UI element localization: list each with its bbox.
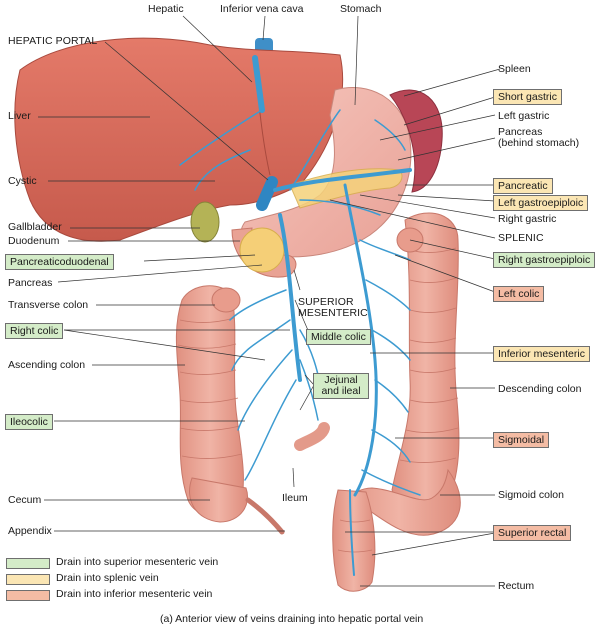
large-intestine: [175, 212, 461, 592]
label-left-gastric: Left gastric: [498, 110, 550, 122]
box-inferior-mesenteric: Inferior mesenteric: [493, 346, 590, 362]
figure-caption: (a) Anterior view of veins draining into…: [160, 613, 424, 625]
box-middle-colic: Middle colic: [306, 329, 371, 345]
gallbladder-shape: [190, 201, 220, 243]
box-superior-rectal: Superior rectal: [493, 525, 572, 541]
colon-haustra: [177, 247, 459, 553]
label-spleen: Spleen: [498, 63, 531, 75]
spleen-shape: [389, 89, 443, 193]
box-short-gastric: Short gastric: [493, 89, 562, 105]
legend-swatch-superior: [6, 558, 50, 569]
label-cystic: Cystic: [8, 175, 37, 187]
label-pancreas: Pancreas: [8, 277, 53, 289]
label-descending-colon: Descending colon: [498, 383, 582, 395]
label-duodenum: Duodenum: [8, 235, 60, 247]
box-left-colic: Left colic: [493, 286, 545, 302]
label-right-gastric: Right gastric: [498, 213, 557, 225]
label-stomach: Stomach: [340, 3, 382, 15]
jejunal-line-2: and ileal: [321, 385, 361, 397]
label-transverse-colon: Transverse colon: [8, 299, 89, 311]
jejunal-line-1: Jejunal: [324, 374, 358, 386]
rectum-shape: [332, 489, 376, 592]
legend-text-splenic: Drain into splenic vein: [56, 572, 159, 584]
appendix-shape: [245, 497, 285, 535]
leader-lines: [38, 15, 501, 587]
pancreas-head-shape: [239, 227, 285, 273]
label-pancreas-behind-2: (behind stomach): [498, 137, 580, 149]
legend-swatch-splenic: [6, 574, 50, 585]
label-rectum: Rectum: [498, 580, 535, 592]
box-right-gastroepiploic: Right gastroepiploic: [493, 252, 596, 268]
veins: [179, 55, 421, 576]
label-hepatic: Hepatic: [148, 3, 184, 15]
legend-swatch-inferior: [6, 590, 50, 601]
label-pancreas-behind-1: Pancreas: [498, 126, 543, 138]
label-ascending-colon: Ascending colon: [8, 359, 86, 371]
box-jejunal-ileal: Jejunal and ileal: [313, 373, 369, 399]
label-superior-mesenteric-1: SUPERIOR: [298, 296, 354, 308]
legend-text-superior: Drain into superior mesenteric vein: [56, 556, 219, 568]
ileum-shape: [294, 422, 330, 451]
label-splenic: SPLENIC: [498, 232, 544, 244]
label-cecum: Cecum: [8, 494, 42, 506]
box-sigmoidal: Sigmoidal: [493, 432, 550, 448]
label-liver: Liver: [8, 110, 31, 122]
label-sigmoid-colon: Sigmoid colon: [498, 489, 564, 501]
label-ileum: Ileum: [282, 492, 308, 504]
box-ileocolic: Ileocolic: [5, 414, 53, 430]
label-hepatic-portal: HEPATIC PORTAL: [8, 35, 98, 47]
label-gallbladder: Gallbladder: [8, 221, 62, 233]
label-appendix: Appendix: [8, 525, 52, 537]
box-right-colic: Right colic: [5, 323, 64, 339]
box-pancreaticoduodenal: Pancreaticoduodenal: [5, 254, 114, 270]
box-pancreatic: Pancreatic: [493, 178, 553, 194]
label-inferior-vena-cava: Inferior vena cava: [220, 3, 304, 15]
transverse-colon-cut: [211, 287, 241, 313]
label-superior-mesenteric-2: MESENTERIC: [298, 307, 368, 319]
box-left-gastroepiploic: Left gastroepiploic: [493, 195, 589, 211]
legend-text-inferior: Drain into inferior mesenteric vein: [56, 588, 213, 600]
